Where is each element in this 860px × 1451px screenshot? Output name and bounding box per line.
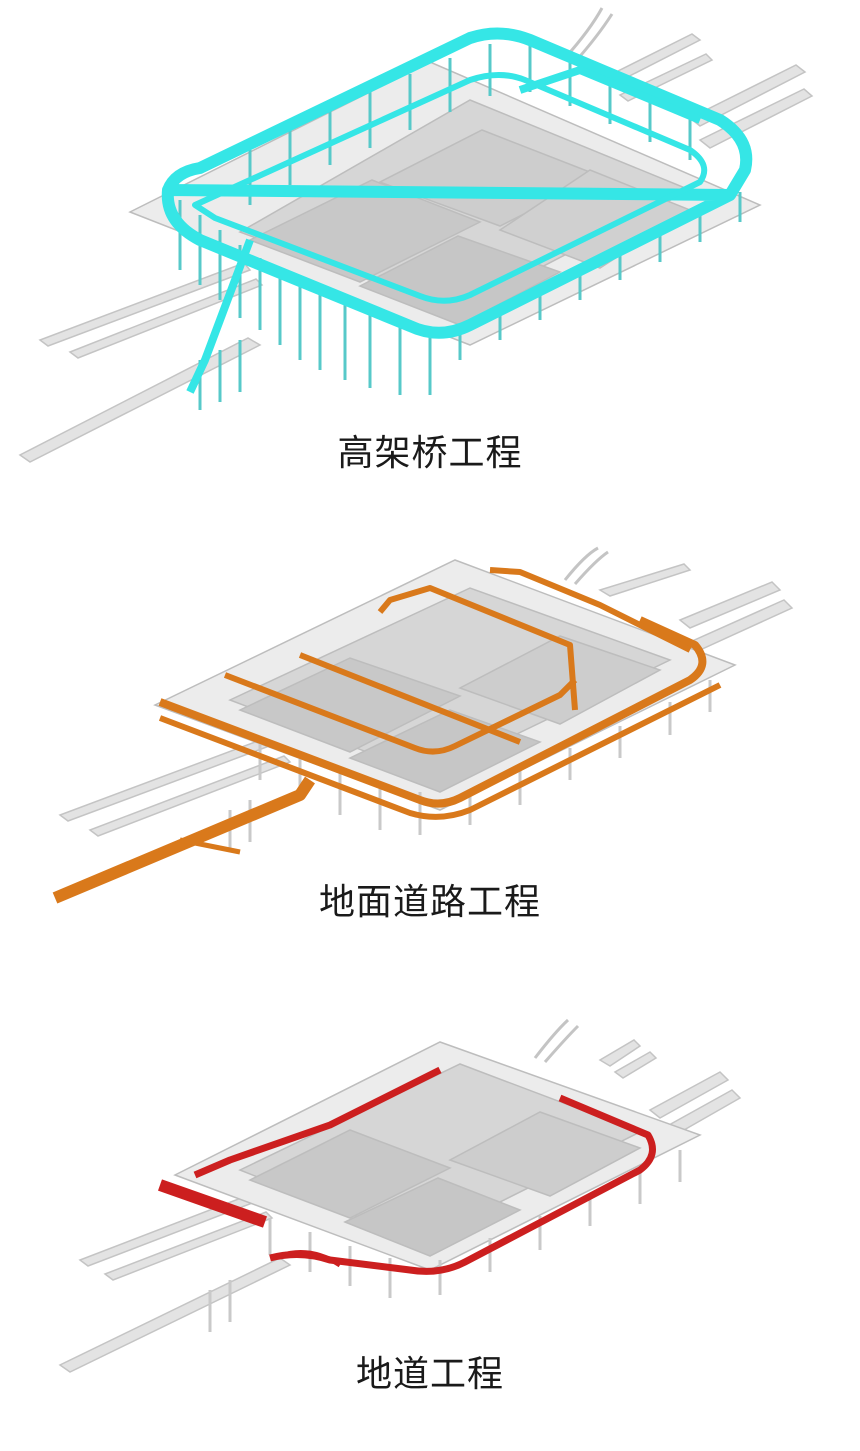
viaduct-highlight bbox=[161, 27, 753, 394]
ground-road-model-illustration bbox=[52, 546, 794, 904]
viaduct-model-illustration bbox=[18, 7, 814, 463]
approach-roads bbox=[58, 546, 794, 837]
tunnel-highlight bbox=[158, 1066, 656, 1275]
station-deck bbox=[153, 559, 737, 811]
viaduct-caption: 高架桥工程 bbox=[337, 433, 523, 474]
tunnel-model-illustration bbox=[58, 1018, 742, 1373]
panel-tunnel: 地道工程 bbox=[0, 960, 860, 1451]
panel-ground-road: 地面道路工程 bbox=[0, 480, 860, 960]
ground-road-caption: 地面道路工程 bbox=[318, 882, 541, 923]
ground-road-highlight bbox=[52, 567, 722, 904]
panel-viaduct: 高架桥工程 bbox=[0, 0, 860, 480]
tunnel-caption: 地道工程 bbox=[355, 1354, 504, 1395]
approach-roads bbox=[58, 1018, 742, 1373]
